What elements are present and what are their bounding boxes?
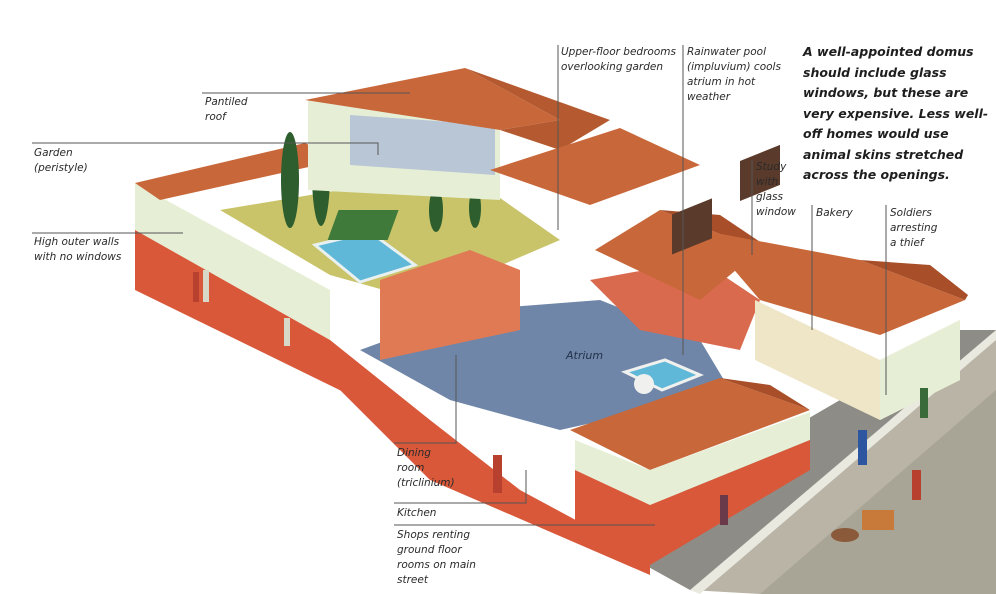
shops-wall-upper	[575, 412, 810, 505]
label-dining-room: Dining room (triclinium)	[397, 447, 455, 489]
label-soldiers: Soldiers arresting a thief	[890, 207, 938, 249]
interior-walls	[380, 250, 520, 360]
label-kitchen: Kitchen	[397, 507, 437, 519]
label-impluvium: Rainwater pool (impluvium) cools atrium …	[687, 46, 781, 103]
cart	[862, 510, 894, 530]
roof-bedrooms	[490, 128, 700, 205]
glass-windows-note: A well-appointed domus should include gl…	[803, 44, 989, 182]
front-wall	[330, 340, 650, 575]
label-study: Study with glass window	[756, 161, 796, 218]
roof-atrium	[595, 210, 760, 300]
figures	[193, 270, 928, 525]
outer-wall-lower	[135, 230, 360, 400]
shops-wall-lower	[575, 440, 810, 565]
leader-lines	[32, 45, 887, 526]
roof-shops	[570, 378, 810, 470]
roof-bakery	[700, 230, 965, 335]
label-shops: Shops renting ground floor rooms on main…	[397, 529, 476, 586]
label-garden-peristyle: Garden (peristyle)	[34, 147, 88, 174]
label-pantiled-roof: Pantiled roof	[205, 96, 248, 123]
outer-wall-upper	[135, 183, 330, 340]
label-atrium: Atrium	[566, 349, 604, 362]
label-outer-walls: High outer walls with no windows	[34, 236, 122, 263]
label-upper-floor-bedrooms: Upper-floor bedrooms overlooking garden	[561, 46, 676, 73]
upper-colonnade	[350, 115, 495, 175]
label-bakery: Bakery	[816, 207, 853, 219]
pantiled-roof-main	[305, 68, 560, 130]
